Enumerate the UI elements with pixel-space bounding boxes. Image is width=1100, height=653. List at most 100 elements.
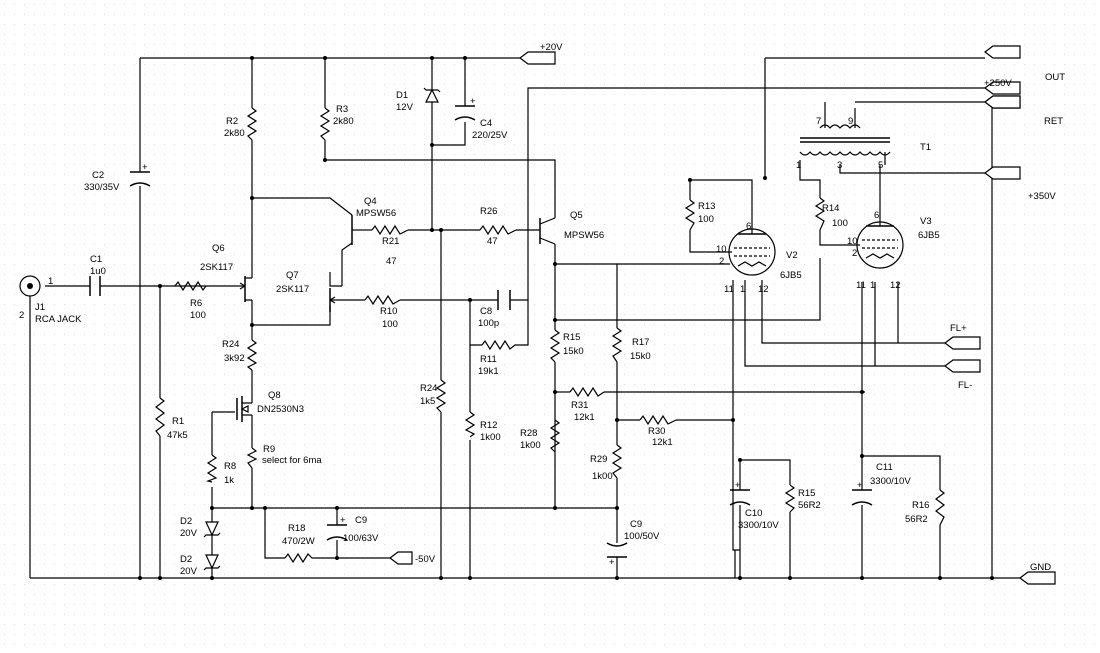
port-flp [944, 336, 981, 350]
label-r31-ref: R31 [571, 400, 588, 411]
rca-jack-symbol [19, 275, 41, 297]
label-v3-pins-2: 2 [852, 248, 857, 259]
resistor-r28 [549, 419, 561, 453]
tube-v2 [728, 225, 776, 276]
label-d2a-value: 20V [180, 528, 198, 539]
label-r24a-value: 3k92 [224, 353, 245, 364]
net-label-ret: RET [1044, 116, 1063, 127]
label-q4-ref: Q4 [364, 196, 377, 207]
net-label-m50: -50V [415, 554, 436, 565]
resistor-r9 [246, 447, 258, 469]
label-r21-value: 47 [386, 256, 397, 267]
net-label-p20: +20V [540, 42, 563, 53]
label-r26-ref: R26 [480, 206, 497, 217]
label-d1-value: 12V [396, 102, 414, 113]
label-r28-ref: R28 [520, 428, 537, 439]
label-q7-ref: Q7 [286, 270, 299, 281]
label-c9a-value: 100/63V [343, 533, 379, 544]
label-r18-ref: R18 [288, 523, 305, 534]
resistor-r14 [814, 197, 826, 231]
label-r18-value: 470/2W [282, 536, 315, 547]
label-c4-value: 220/25V [472, 130, 508, 141]
label-c2-ref: C2 [92, 170, 104, 181]
svg-text:+: + [340, 515, 346, 526]
label-c11-ref: C11 [876, 462, 893, 473]
net-label-flm: FL- [958, 380, 972, 391]
label-r16-ref: R16 [912, 500, 929, 511]
label-v2-value: 6JB5 [780, 270, 802, 281]
resistor-r1 [155, 397, 165, 437]
resistor-r8 [205, 454, 218, 483]
resistor-r16 [935, 489, 945, 526]
port-p20 [519, 51, 556, 65]
label-r21-ref: R21 [382, 236, 399, 247]
label-c11-value: 3300/10V [870, 476, 911, 487]
label-r8-ref: R8 [224, 461, 236, 472]
label-jack-name: RCA JACK [35, 314, 82, 325]
label-q6-ref: Q6 [212, 243, 225, 254]
label-q8-value: DN2530N3 [257, 404, 304, 415]
label-r29-ref: R29 [590, 454, 607, 465]
transformer-t1 [799, 124, 891, 165]
label-q4-value: MPSW56 [356, 208, 396, 219]
resistor-symbols [155, 107, 945, 564]
label-r14-value: 100 [832, 218, 848, 229]
labels: +20V +250V OUT RET +350V FL+ FL- GND -50… [19, 42, 1065, 577]
label-r1-value: 47k5 [167, 430, 188, 441]
label-c1-value: 1u0 [90, 266, 106, 277]
label-r11-ref: R11 [480, 354, 497, 365]
label-r15b-ref: R15 [798, 488, 815, 499]
resistor-r24a [246, 339, 258, 371]
label-r17-ref: R17 [632, 337, 649, 348]
resistor-r21 [371, 224, 409, 236]
label-r24a-ref: R24 [222, 339, 239, 350]
label-c8-ref: C8 [480, 306, 492, 317]
net-label-out: OUT [1045, 72, 1065, 83]
label-r31-value: 12k1 [574, 412, 595, 423]
tube-v3 [856, 212, 904, 269]
label-r15a-value: 15k0 [563, 346, 584, 357]
resistor-r30 [639, 414, 677, 426]
label-r2-value: 2k80 [224, 128, 245, 139]
label-r10-value: 100 [382, 319, 398, 330]
resistor-r15b [784, 484, 796, 513]
label-d2b-ref: D2 [180, 554, 192, 565]
label-r3-ref: R3 [336, 104, 348, 115]
label-q7-value: 2SK117 [276, 284, 309, 295]
label-jack-pin1: 1 [48, 276, 53, 287]
resistor-r26 [479, 224, 517, 236]
label-v2-ref: V2 [786, 250, 798, 261]
capacitor-c1 [89, 276, 101, 296]
net-label-flp: FL+ [950, 323, 967, 334]
port-m50 [389, 551, 413, 565]
junction-dots [138, 56, 994, 580]
label-q6-value: 2SK117 [200, 262, 233, 273]
net-label-p250: +250V [984, 78, 1012, 89]
label-r15a-ref: R15 [563, 332, 580, 343]
transistor-symbols [236, 215, 556, 422]
label-v2-pins-2: 2 [719, 256, 724, 267]
label-r24b-value: 1k5 [420, 396, 435, 407]
port-p350 [984, 166, 1021, 180]
zener-d2a [203, 521, 221, 538]
label-t1-pins-3: 3 [837, 160, 842, 171]
label-t1-pins-0: 7 [816, 116, 821, 127]
label-q8-ref: Q8 [268, 390, 281, 401]
resistor-r17 [611, 327, 623, 363]
resistor-r15a [549, 329, 561, 363]
resistor-r13 [684, 199, 696, 231]
label-q5-ref: Q5 [570, 210, 583, 221]
label-v3-value: 6JB5 [918, 230, 940, 241]
svg-text:+: + [470, 96, 476, 107]
diode-symbols [203, 87, 441, 571]
label-r9-value: select for 6ma [262, 455, 322, 466]
capacitor-c2 [129, 171, 151, 187]
label-r24b-ref: R24 [420, 383, 437, 394]
port-flm [944, 359, 981, 373]
net-label-gnd: GND [1030, 562, 1051, 573]
label-v2-pins-3: 11 [724, 284, 734, 295]
label-r3-value: 2k80 [333, 116, 354, 127]
resistor-r3 [319, 107, 331, 141]
